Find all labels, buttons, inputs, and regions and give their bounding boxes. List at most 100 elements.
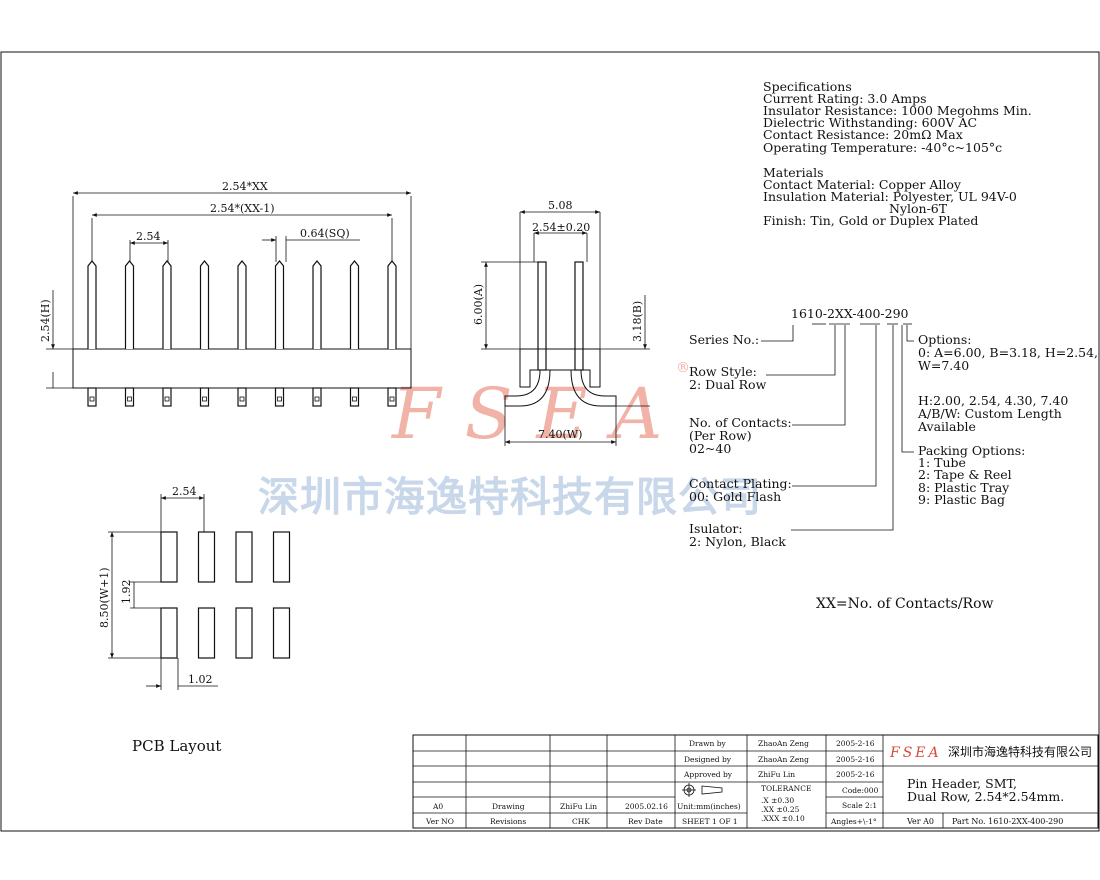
options-line: W=7.40 bbox=[918, 358, 969, 373]
spec-line: Current Rating: 3.0 Amps bbox=[763, 91, 927, 106]
packing-line: 9: Plastic Bag bbox=[918, 492, 1005, 507]
dim-height-label: 2.54(H) bbox=[39, 299, 52, 342]
dim-span-label: 2.54*(XX-1) bbox=[210, 202, 275, 215]
rev-revisions-label: Revisions bbox=[490, 817, 526, 826]
options-extra: A/B/W: Custom Length bbox=[917, 406, 1062, 421]
approved-date: 2005-2-16 bbox=[836, 770, 875, 779]
title-line1: Pin Header, SMT, bbox=[907, 776, 1017, 791]
dim-side-pitch: 2.54±0.20 bbox=[532, 221, 590, 234]
front-pin-tip bbox=[277, 396, 282, 402]
front-pin-tip bbox=[89, 396, 95, 402]
rev-ver-value: A0 bbox=[432, 802, 443, 811]
packing-line: 8: Plastic Tray bbox=[918, 480, 1010, 495]
angles-label: Angles+\-1° bbox=[830, 817, 877, 826]
front-pin bbox=[237, 260, 247, 349]
side-lead-right bbox=[570, 369, 617, 407]
specifications-heading: Specifications bbox=[763, 79, 852, 94]
side-view: 5.08 2.54±0.20 6.00(A) 3.18(B) 7.40(W) bbox=[472, 199, 650, 446]
side-housing bbox=[519, 348, 601, 388]
row-style-value: 2: Dual Row bbox=[689, 377, 767, 392]
spec-line: Dielectric Withstanding: 600V AC bbox=[763, 115, 977, 130]
front-pin bbox=[312, 260, 322, 349]
front-housing bbox=[72, 348, 412, 389]
front-pin-tip bbox=[352, 396, 357, 402]
front-pin-tip bbox=[239, 396, 245, 402]
part-code: 1610-2XX-400-290 bbox=[791, 306, 909, 321]
part-code-diagram: 1610-2XX-400-290 Series No.: Row Style: … bbox=[689, 306, 1098, 612]
designed-label: Designed by bbox=[684, 755, 732, 764]
company-name: 深圳市海逸特科技有限公司 bbox=[948, 744, 1092, 759]
dim-pin-label: 0.64(SQ) bbox=[300, 227, 350, 240]
spec-line: Contact Resistance: 20mΩ Max bbox=[763, 127, 963, 142]
contacts-range: 02~40 bbox=[689, 441, 731, 456]
title-line2: Dual Row, 2.54*2.54mm. bbox=[907, 789, 1064, 804]
front-pin bbox=[199, 260, 210, 349]
packing-line: 2: Tape & Reel bbox=[918, 467, 1012, 482]
pcb-pad bbox=[235, 607, 253, 659]
pcb-layout: 2.54 8.50(W+1) 1.92 1.02 PCB Layout bbox=[98, 485, 291, 755]
rev-date-label: Rev Date bbox=[628, 817, 663, 826]
plating-label: Contact Plating: bbox=[689, 476, 792, 491]
front-pins bbox=[87, 260, 397, 407]
front-pin-tip bbox=[202, 396, 207, 402]
dim-pcb-gap: 1.92 bbox=[120, 580, 133, 605]
options-line: 0: A=6.00, B=3.18, H=2.54, bbox=[918, 345, 1098, 360]
part-footer: Part No. 1610-2XX-400-290 bbox=[952, 817, 1063, 826]
pcb-pad bbox=[235, 531, 253, 583]
units-label: Unit:mm(inches) bbox=[677, 802, 741, 811]
tolerance-x: .X ±0.30 bbox=[761, 796, 794, 805]
title-block: A0 Drawing ZhiFu Lin 2005.02.16 Ver NO R… bbox=[412, 734, 1099, 829]
dim-pcb-pitch: 2.54 bbox=[172, 485, 197, 498]
watermark: FSEA ® 深圳市海逸特科技有限公司 bbox=[258, 360, 762, 521]
insulator-label: Isulator: bbox=[689, 521, 743, 536]
front-pin bbox=[387, 260, 397, 349]
insulator-value: 2: Nylon, Black bbox=[689, 534, 786, 549]
sheet-label: SHEET 1 OF 1 bbox=[682, 817, 738, 826]
rev-chk-label: CHK bbox=[572, 817, 590, 826]
specifications-block: Specifications Current Rating: 3.0 Amps … bbox=[763, 79, 1032, 228]
pcb-pad bbox=[197, 531, 216, 583]
dim-overall-label: 2.54*XX bbox=[222, 180, 268, 193]
dim-pcb-pad: 1.02 bbox=[188, 673, 213, 686]
front-pin-tip bbox=[127, 396, 132, 402]
front-pin bbox=[349, 260, 360, 349]
options-heading: Options: bbox=[918, 332, 971, 347]
rev-date-value: 2005.02.16 bbox=[625, 802, 668, 811]
ver-footer: Ver A0 bbox=[906, 817, 934, 826]
spec-line: Insulator Resistance: 1000 Megohms Min. bbox=[763, 103, 1032, 118]
drawn-date: 2005-2-16 bbox=[836, 739, 875, 748]
rev-revision-value: Drawing bbox=[492, 802, 525, 811]
front-pin bbox=[87, 260, 97, 349]
watermark-trademark: ® bbox=[676, 360, 690, 376]
rev-chk-value: ZhiFu Lin bbox=[560, 802, 597, 811]
spec-line: Operating Temperature: -40°c~105°c bbox=[763, 140, 1002, 155]
code-label: Code:000 bbox=[842, 786, 879, 795]
material-line: Insulation Material: Polyester, UL 94V-0 bbox=[763, 189, 1017, 204]
front-pin bbox=[274, 260, 285, 349]
pcb-pad bbox=[272, 531, 291, 583]
materials-heading: Materials bbox=[763, 165, 824, 180]
pcb-layout-label: PCB Layout bbox=[132, 737, 221, 755]
options-extra: Available bbox=[917, 419, 976, 434]
packing-heading: Packing Options: bbox=[918, 443, 1025, 458]
front-view: 2.54*XX 2.54*(XX-1) 2.54 0.64(SQ) 2.54(H… bbox=[39, 180, 412, 407]
front-pin-tip bbox=[389, 396, 395, 402]
material-line: Nylon-6T bbox=[889, 201, 948, 216]
approved-label: Approved by bbox=[683, 770, 733, 779]
projection-symbol-icon bbox=[682, 783, 723, 797]
front-pin bbox=[162, 260, 172, 349]
watermark-company: 深圳市海逸特科技有限公司 bbox=[258, 473, 762, 521]
drawing-border bbox=[0, 51, 1100, 832]
approved-name: ZhiFu Lin bbox=[758, 770, 795, 779]
row-style-label: Row Style: bbox=[689, 364, 757, 379]
dim-side-top: 5.08 bbox=[548, 199, 573, 212]
company-logo: FSEA bbox=[889, 745, 942, 761]
plating-value: 00: Gold Flash bbox=[689, 489, 781, 504]
side-lead-left bbox=[504, 369, 551, 407]
tolerance-xx: .XX ±0.25 bbox=[761, 805, 800, 814]
contacts-note: XX=No. of Contacts/Row bbox=[816, 596, 994, 612]
dim-pcb-total: 8.50(W+1) bbox=[98, 567, 111, 628]
dim-side-a: 6.00(A) bbox=[472, 284, 485, 325]
contacts-label: No. of Contacts: bbox=[689, 415, 792, 430]
material-line: Finish: Tin, Gold or Duplex Plated bbox=[763, 213, 978, 228]
